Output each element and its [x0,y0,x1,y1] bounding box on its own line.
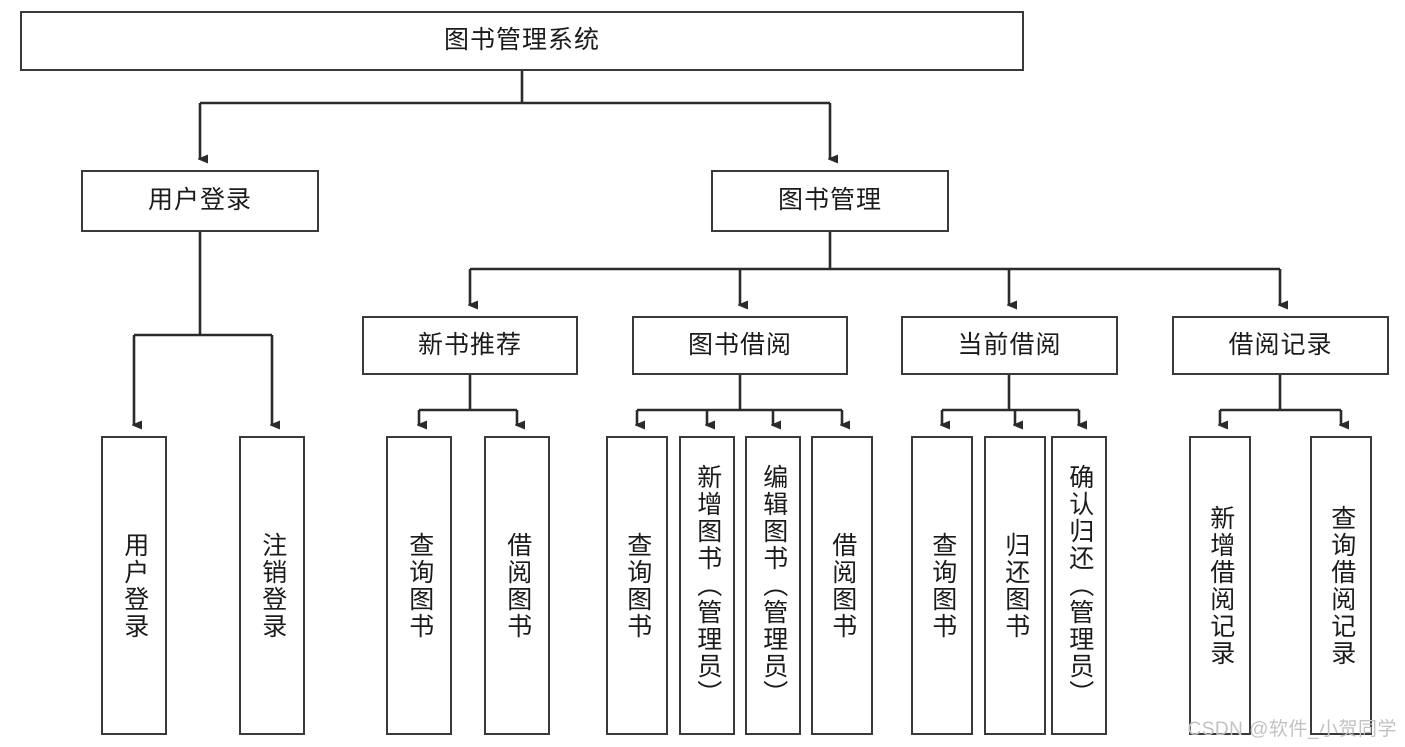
node-label: 新书推荐 [417,330,522,359]
node-label: 借阅图书 [503,531,532,640]
node-label: 编辑图书（管理员） [759,464,788,707]
node-label: 注销登录 [258,531,287,640]
node-borrow-book-1[interactable]: 借阅图书 [484,436,550,735]
node-label: 新增图书（管理员） [693,464,722,707]
node-return-book[interactable]: 归还图书 [984,436,1046,735]
node-label: 新增借阅记录 [1206,504,1235,667]
node-label: 查询借阅记录 [1327,504,1356,667]
node-add-borrow-record[interactable]: 新增借阅记录 [1189,436,1251,735]
node-label: 查询图书 [623,531,652,640]
node-user-login-leaf[interactable]: 用户登录 [101,436,167,735]
csdn-watermark: CSDN @软件_小贺同学 [1187,719,1397,740]
node-label: 归还图书 [1001,531,1030,640]
node-new-book-recommend[interactable]: 新书推荐 [362,316,578,375]
node-root-book-management-system[interactable]: 图书管理系统 [20,11,1024,71]
node-edit-book-admin[interactable]: 编辑图书（管理员） [745,436,801,735]
node-add-book-admin[interactable]: 新增图书（管理员） [679,436,735,735]
node-query-borrow-record[interactable]: 查询借阅记录 [1310,436,1372,735]
node-borrow-book-2[interactable]: 借阅图书 [811,436,873,735]
node-label: 借阅记录 [1228,330,1333,359]
node-confirm-return-admin[interactable]: 确认归还（管理员） [1051,436,1107,735]
node-label: 图书管理 [777,186,882,215]
node-label: 确认归还（管理员） [1065,464,1094,707]
node-label: 图书借阅 [687,330,792,359]
node-label: 图书管理系统 [443,26,600,55]
node-current-borrow[interactable]: 当前借阅 [901,316,1118,375]
node-label: 用户登录 [147,186,252,215]
node-book-management[interactable]: 图书管理 [711,170,949,232]
node-label: 用户登录 [120,531,149,640]
node-label: 查询图书 [405,531,434,640]
node-label: 查询图书 [928,531,957,640]
node-borrow-record[interactable]: 借阅记录 [1172,316,1389,375]
node-book-borrow[interactable]: 图书借阅 [632,316,848,375]
node-label: 当前借阅 [957,330,1062,359]
node-user-login[interactable]: 用户登录 [81,170,319,232]
node-query-book-1[interactable]: 查询图书 [386,436,452,735]
node-query-book-2[interactable]: 查询图书 [606,436,668,735]
node-query-book-3[interactable]: 查询图书 [911,436,973,735]
node-user-logout-leaf[interactable]: 注销登录 [239,436,305,735]
node-label: 借阅图书 [828,531,857,640]
